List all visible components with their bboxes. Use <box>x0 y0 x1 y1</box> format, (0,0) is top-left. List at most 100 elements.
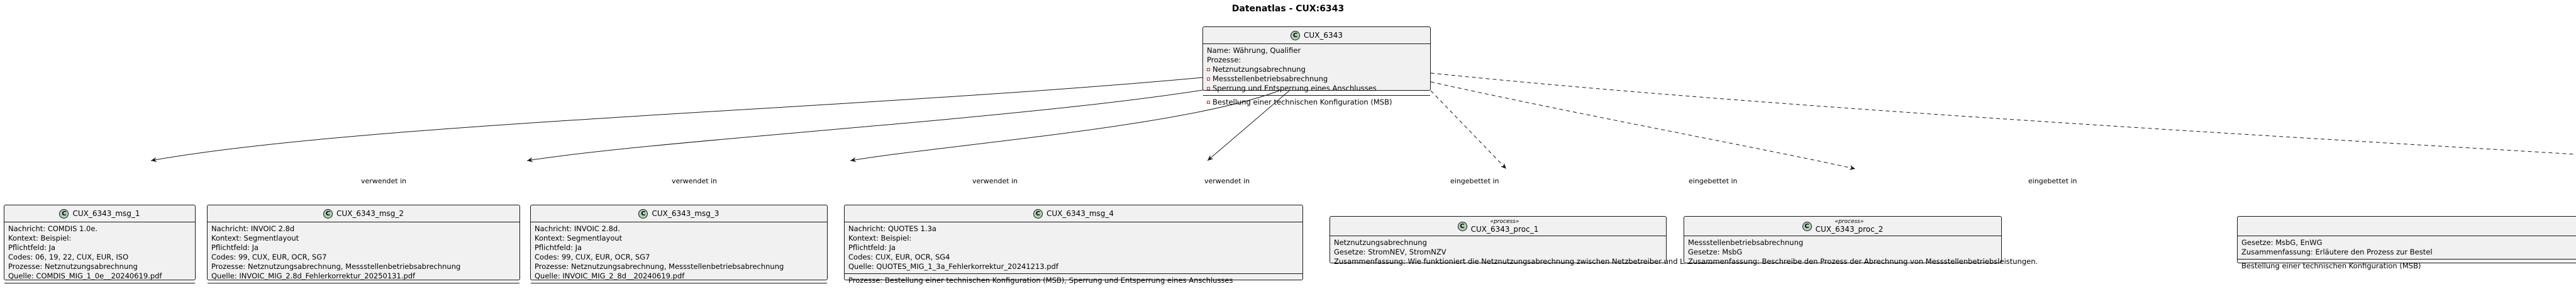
field-row: Kontext: Beispiel: <box>8 234 72 243</box>
methods-section: Prozesse: Bestellung einer technischen K… <box>845 273 1302 287</box>
class-c-icon: C <box>1457 221 1467 231</box>
edge-label-proc-3: eingebettet in <box>2028 177 2077 185</box>
edge-msg-2 <box>526 74 1285 163</box>
field-row: Netznutzungsabrechnung <box>1334 238 1427 247</box>
class-header: C CUX_6343_msg_2 <box>208 205 519 222</box>
class-header: C «process» CUX_6343_proc_1 <box>1330 217 1666 236</box>
fields-section: Nachricht: COMDIS 1.0e. Kontext: Beispie… <box>4 222 195 283</box>
methods-section: Bestellung einer technischen Konfigurati… <box>2238 259 2576 273</box>
fields-section: Nachricht: INVOIC 2.8d Kontext: Segmentl… <box>208 222 519 283</box>
field-row: Pflichtfeld: Ja <box>8 243 56 252</box>
method-row: Bestellung einer technischen Konfigurati… <box>2241 261 2421 270</box>
field-row: Nachricht: QUOTES 1.3a <box>848 224 936 233</box>
edge-label-msg-2: verwendet in <box>672 177 718 185</box>
class-name: CUX_6343 <box>1304 30 1343 40</box>
field-row: Quelle: INVOIC_MIG_2_8d__20240619.pdf <box>535 271 685 280</box>
fields-section: Gesetze: MsbG, EnWG Zusammenfassung: Erl… <box>2238 236 2576 259</box>
edge-label-msg-3: verwendet in <box>972 177 1018 185</box>
field-row: Pflichtfeld: Ja <box>211 243 259 252</box>
field-row: Codes: 99, CUX, EUR, OCR, SG7 <box>211 253 327 261</box>
field-row: Quelle: QUOTES_MIG_1_3a_Fehlerkorrektur_… <box>848 262 1058 271</box>
edge-proc-2 <box>1430 81 1856 170</box>
methods-section <box>208 283 519 291</box>
field-row: Kontext: Segmentlayout <box>211 234 299 243</box>
class-c-icon: C <box>1802 221 1812 231</box>
methods-section <box>4 283 195 291</box>
class-name: CUX_6343_proc_2 <box>1815 224 1884 234</box>
edge-msg-3 <box>850 88 1286 163</box>
class-header <box>2238 217 2576 236</box>
edge-msg-4 <box>1207 90 1290 161</box>
class-proc-1: C «process» CUX_6343_proc_1 Netznutzungs… <box>1330 216 1716 266</box>
stereotype-label: «process» <box>1835 218 1864 225</box>
class-msg-3: C CUX_6343_msg_3 Nachricht: INVOIC 2.8d.… <box>530 205 828 283</box>
class-msg-2: C CUX_6343_msg_2 Nachricht: INVOIC 2.8d … <box>207 205 520 283</box>
class-msg-4: C CUX_6343_msg_4 Nachricht: QUOTES 1.3a … <box>844 205 1303 285</box>
field-row: Nachricht: COMDIS 1.0e. <box>8 224 98 233</box>
class-header: C CUX_6343 <box>1203 27 1430 43</box>
edge-label-proc-2: eingebettet in <box>1689 177 1738 185</box>
edge-proc-1 <box>1430 90 1507 169</box>
field-row: Pflichtfeld: Ja <box>535 243 582 252</box>
field-row: Nachricht: INVOIC 2.8d. <box>535 224 620 233</box>
field-row: Messstellenbetriebsabrechnung <box>1688 238 1804 247</box>
fields-section: Name: Währung, Qualifier Prozesse: Netzn… <box>1203 43 1430 95</box>
field-row: Gesetze: MsbG <box>1688 248 1743 256</box>
process-item: Sperrung und Entsperrung eines Anschluss… <box>1207 84 1426 93</box>
field-row: Codes: 06, 19, 22, CUX, EUR, ISO <box>8 253 129 261</box>
edge-label-msg-1: verwendet in <box>361 177 407 185</box>
visibility-marker-icon <box>1207 68 1210 71</box>
fields-section: Netznutzungsabrechnung Gesetze: StromNEV… <box>1330 236 1716 268</box>
class-c-icon: C <box>638 208 648 219</box>
field-row: Prozesse: Netznutzungsabrechnung, Messst… <box>535 262 784 271</box>
process-item: Messstellenbetriebsabrechnung <box>1207 74 1426 84</box>
class-name: CUX_6343_proc_1 <box>1470 224 1539 234</box>
visibility-marker-icon <box>1207 87 1210 90</box>
class-c-icon: C <box>323 208 333 219</box>
edge-proc-3 <box>1430 72 2576 155</box>
methods-section <box>531 283 827 291</box>
class-header: C CUX_6343_msg_4 <box>845 205 1302 222</box>
field-row: Name: Währung, Qualifier <box>1207 46 1301 55</box>
class-name: CUX_6343_msg_2 <box>336 208 404 218</box>
diagram-title: Datenatlas - CUX:6343 <box>1231 4 1345 14</box>
visibility-marker-icon <box>1207 101 1210 104</box>
class-name: CUX_6343_msg_3 <box>652 208 719 218</box>
class-cux-6343: C CUX_6343 Name: Währung, Qualifier Proz… <box>1202 26 1431 106</box>
class-header: C CUX_6343_msg_1 <box>4 205 195 222</box>
edge-label-msg-4: verwendet in <box>1204 177 1250 185</box>
visibility-marker-icon <box>1207 77 1210 81</box>
field-row: Zusammenfassung: Wie funktioniert die Ne… <box>1334 257 1716 266</box>
edges-layer <box>150 69 2576 170</box>
class-name: CUX_6343_msg_4 <box>1046 208 1114 218</box>
edge-msg-1 <box>150 69 1285 163</box>
fields-section: Messstellenbetriebsabrechnung Gesetze: M… <box>1684 236 2038 268</box>
fields-section: Nachricht: INVOIC 2.8d. Kontext: Segment… <box>531 222 827 283</box>
field-row: Prozesse: Netznutzungsabrechnung, Messst… <box>211 262 461 271</box>
class-msg-1: C CUX_6343_msg_1 Nachricht: COMDIS 1.0e.… <box>4 205 196 283</box>
class-name: CUX_6343_msg_1 <box>72 208 140 218</box>
field-row: Quelle: INVOIC_MIG_2.8d_Fehlerkorrektur_… <box>211 271 416 280</box>
class-proc-3: Gesetze: MsbG, EnWG Zusammenfassung: Erl… <box>2237 216 2576 270</box>
field-row: Kontext: Segmentlayout <box>535 234 623 243</box>
field-row: Kontext: Beispiel: <box>848 234 912 243</box>
field-row: Gesetze: StromNEV, StromNZV <box>1334 248 1446 256</box>
process-item: Netznutzungsabrechnung <box>1207 65 1426 74</box>
field-row: Pflichtfeld: Ja <box>848 243 896 252</box>
field-row: Prozesse: <box>1207 55 1241 64</box>
field-row: Nachricht: INVOIC 2.8d <box>211 224 295 233</box>
field-row: Zusammenfassung: Beschreibe den Prozess … <box>1688 257 2038 266</box>
field-row: Prozesse: Netznutzungsabrechnung <box>8 262 138 271</box>
field-row: Codes: 99, CUX, EUR, OCR, SG7 <box>535 253 650 261</box>
methods-section: Bestellung einer technischen Konfigurati… <box>1203 95 1430 109</box>
method-row: Prozesse: Bestellung einer technischen K… <box>848 276 1233 285</box>
fields-section: Nachricht: QUOTES 1.3a Kontext: Beispiel… <box>845 222 1302 273</box>
class-proc-2: C «process» CUX_6343_proc_2 Messstellenb… <box>1684 216 2038 266</box>
stereotype-label: «process» <box>1490 218 1519 225</box>
field-row: Quelle: COMDIS_MIG_1_0e__20240619.pdf <box>8 271 162 280</box>
field-row: Codes: CUX, EUR, OCR, SG4 <box>848 253 950 261</box>
class-header: C «process» CUX_6343_proc_2 <box>1684 217 2001 236</box>
method-row: Bestellung einer technischen Konfigurati… <box>1207 98 1426 107</box>
class-c-icon: C <box>1291 30 1301 40</box>
edge-label-proc-1: eingebettet in <box>1450 177 1499 185</box>
